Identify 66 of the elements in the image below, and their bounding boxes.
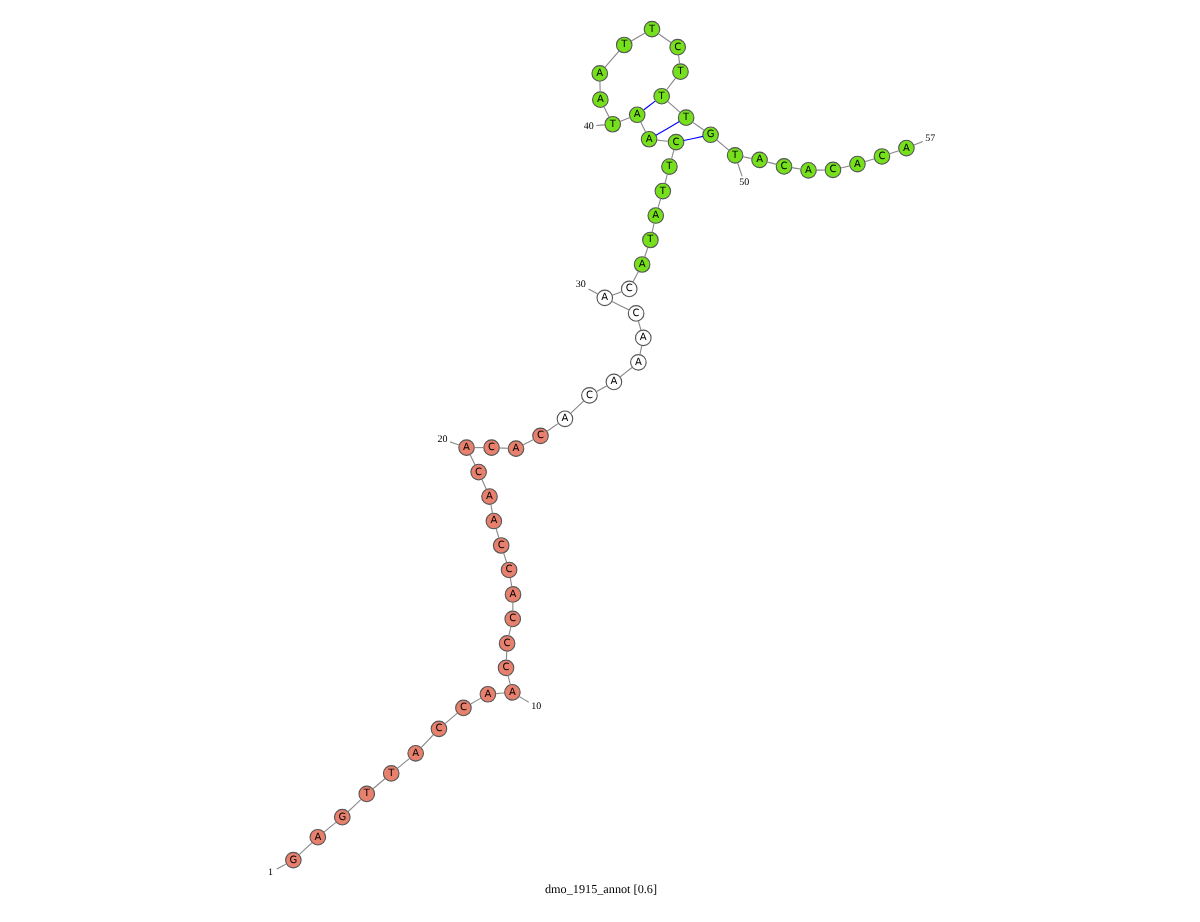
connector xyxy=(521,438,534,446)
connector xyxy=(888,150,899,155)
connector xyxy=(815,169,825,171)
connector xyxy=(504,650,507,661)
connector xyxy=(511,601,513,612)
connector xyxy=(506,674,510,686)
connector xyxy=(468,454,475,466)
connector xyxy=(346,799,361,813)
connector xyxy=(469,697,481,705)
connector xyxy=(638,345,642,356)
connector xyxy=(517,695,529,703)
connector xyxy=(494,692,504,695)
connector xyxy=(395,757,410,769)
connector xyxy=(643,247,648,258)
connector xyxy=(297,842,312,855)
connector xyxy=(790,167,801,170)
connector xyxy=(639,121,646,133)
connector xyxy=(655,139,668,142)
connector xyxy=(586,288,598,295)
connector xyxy=(322,821,336,833)
connector xyxy=(839,165,850,169)
connector xyxy=(656,33,671,44)
connector xyxy=(631,270,639,283)
connector xyxy=(603,50,619,68)
connector xyxy=(443,712,457,725)
connector xyxy=(642,100,655,111)
connector xyxy=(595,385,607,392)
connector xyxy=(508,577,512,588)
connector xyxy=(602,106,609,118)
connector xyxy=(494,528,499,539)
connector xyxy=(650,222,654,233)
connector xyxy=(618,117,629,122)
connector xyxy=(663,173,667,184)
connector xyxy=(669,149,674,160)
connector xyxy=(480,478,486,490)
connector xyxy=(498,447,508,449)
connector xyxy=(569,400,584,414)
connector xyxy=(629,32,645,42)
connector xyxy=(502,552,507,563)
connector xyxy=(594,124,605,127)
connector xyxy=(665,77,676,91)
connector xyxy=(507,625,511,637)
connector xyxy=(682,135,703,142)
connector xyxy=(275,863,286,870)
connector xyxy=(610,291,622,296)
connector xyxy=(912,140,923,146)
connector xyxy=(741,156,752,159)
connector xyxy=(636,320,641,331)
connector xyxy=(598,80,600,93)
connector xyxy=(765,161,776,165)
connector xyxy=(715,139,729,151)
connector xyxy=(656,198,661,209)
connector xyxy=(472,447,483,449)
connector xyxy=(863,158,874,163)
connector xyxy=(654,121,679,136)
connector xyxy=(448,441,459,446)
connector xyxy=(545,422,558,432)
connector xyxy=(419,733,434,749)
connector xyxy=(677,54,680,65)
connector xyxy=(666,101,680,113)
connector xyxy=(489,503,493,514)
connector xyxy=(736,162,742,177)
connector xyxy=(691,121,704,131)
connector xyxy=(610,300,629,311)
connector xyxy=(371,778,385,790)
connector xyxy=(618,366,632,378)
